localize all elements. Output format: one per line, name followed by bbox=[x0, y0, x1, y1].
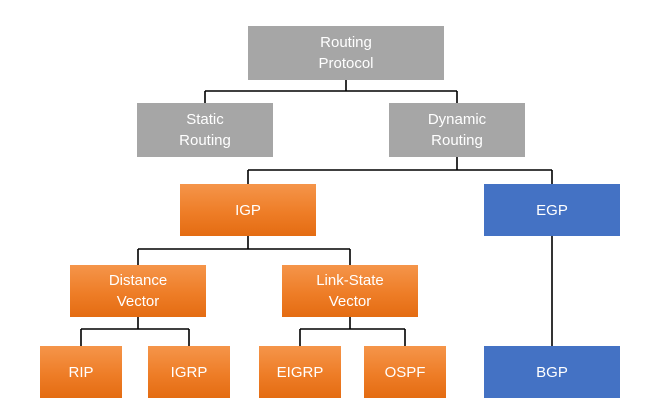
node-ospf-label: OSPF bbox=[384, 363, 426, 381]
node-eigrp-label: EIGRP bbox=[276, 363, 324, 381]
node-bgp: BGP bbox=[484, 346, 620, 398]
connector-distance-vector-children bbox=[80, 317, 190, 346]
node-igp-label: IGP bbox=[235, 201, 261, 219]
connector-routing-protocol-children bbox=[204, 80, 458, 103]
node-distance-vector-label: Distance Vector bbox=[108, 272, 168, 310]
node-igp: IGP bbox=[180, 184, 316, 236]
node-igrp-label: IGRP bbox=[170, 363, 208, 381]
node-egp-label: EGP bbox=[536, 201, 568, 219]
node-ospf: OSPF bbox=[364, 346, 446, 398]
connector-dynamic-routing-children bbox=[247, 157, 553, 184]
node-igrp: IGRP bbox=[148, 346, 230, 398]
connector-igp-children bbox=[137, 236, 351, 265]
node-link-state-vector: Link-State Vector bbox=[282, 265, 418, 317]
node-static-routing: Static Routing bbox=[137, 103, 273, 157]
node-dynamic-routing: Dynamic Routing bbox=[389, 103, 525, 157]
node-egp: EGP bbox=[484, 184, 620, 236]
connector-link-state-children bbox=[299, 317, 406, 346]
node-rip-label: RIP bbox=[68, 363, 94, 381]
node-bgp-label: BGP bbox=[536, 363, 568, 381]
node-routing-protocol: Routing Protocol bbox=[248, 26, 444, 80]
node-eigrp: EIGRP bbox=[259, 346, 341, 398]
node-rip: RIP bbox=[40, 346, 122, 398]
node-distance-vector: Distance Vector bbox=[70, 265, 206, 317]
node-static-routing-label: Static Routing bbox=[179, 111, 231, 149]
node-dynamic-routing-label: Dynamic Routing bbox=[427, 111, 487, 149]
node-routing-protocol-label: Routing Protocol bbox=[318, 34, 374, 72]
node-link-state-vector-label: Link-State Vector bbox=[316, 272, 384, 310]
